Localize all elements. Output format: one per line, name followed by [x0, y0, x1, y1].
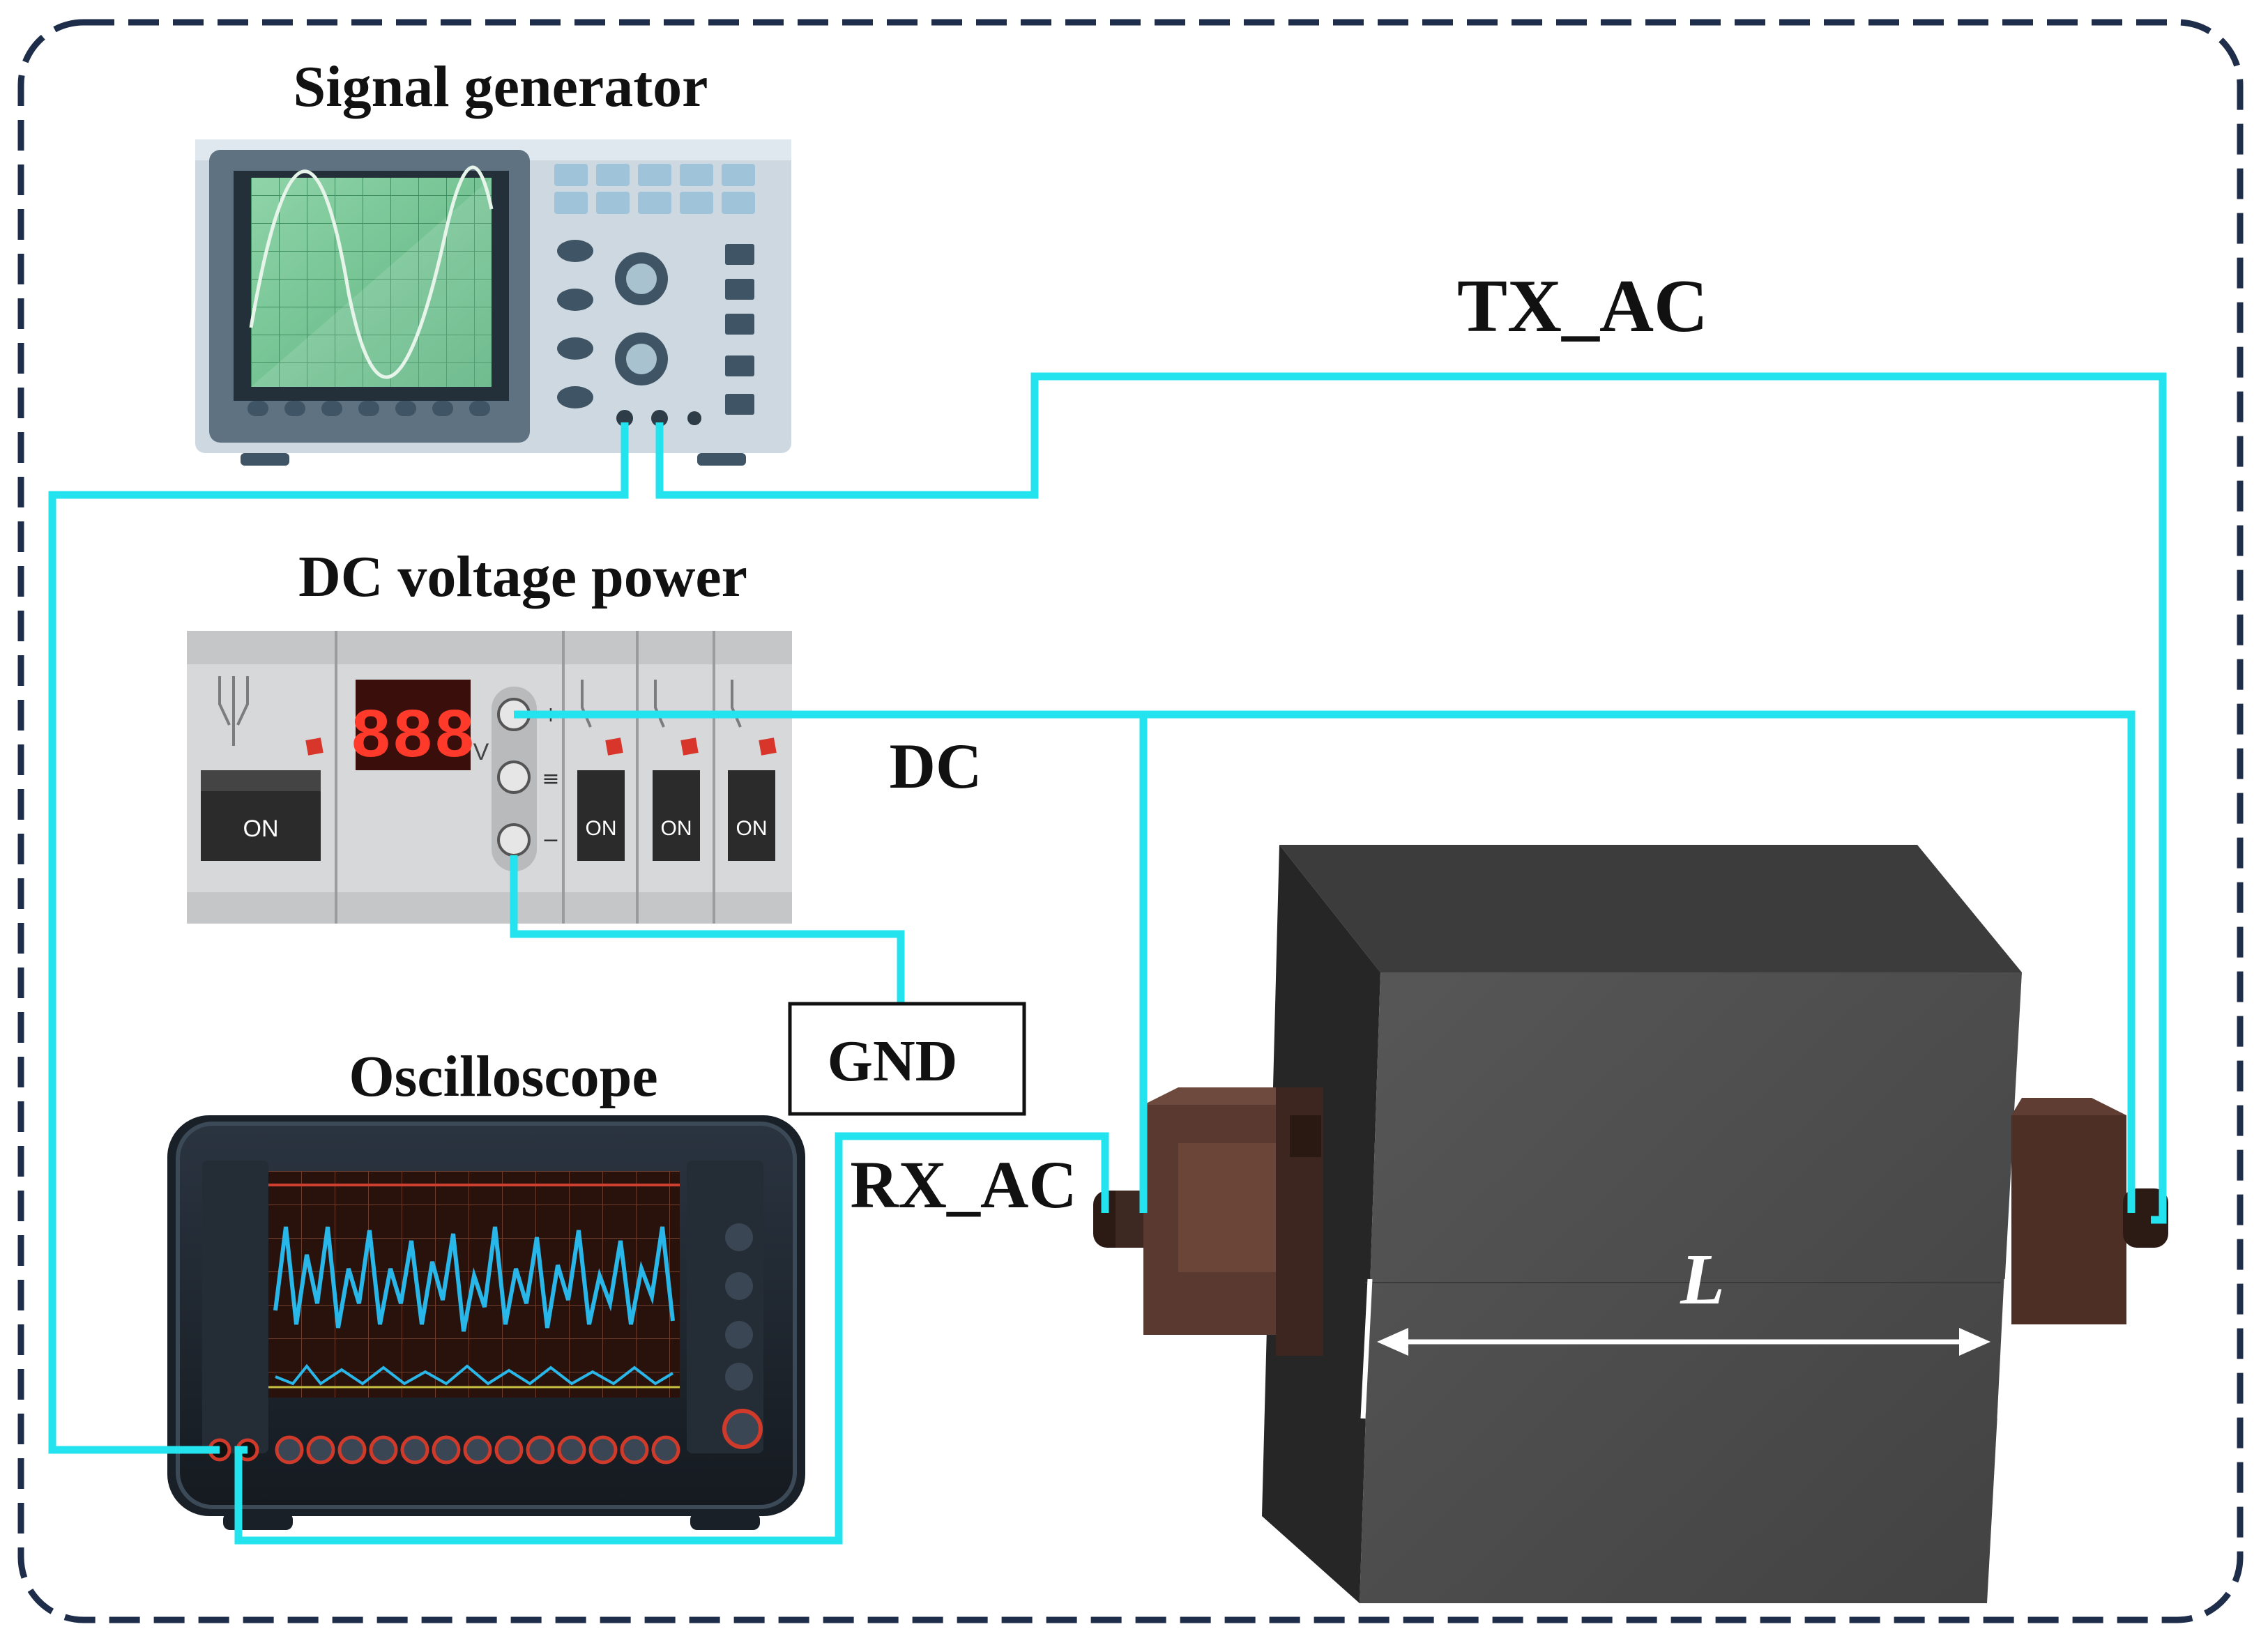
- breaker-1-label: ON: [586, 817, 617, 840]
- length-label: L: [1680, 1239, 1725, 1320]
- sample-block-icon: [1262, 845, 2022, 1603]
- tx-ac-label: TX_AC: [1457, 265, 1708, 348]
- terminal-eq-sign: ≡: [542, 767, 559, 791]
- transducer-icon: [1093, 1087, 2168, 1356]
- signal-generator-port-2: [651, 410, 668, 427]
- signal-generator-port-1: [616, 410, 633, 427]
- wire-rx-ac: [234, 1132, 1109, 1545]
- oscilloscope-icon: [167, 1115, 805, 1530]
- terminal-negative: [497, 823, 531, 857]
- oscilloscope-label: Oscilloscope: [349, 1044, 657, 1109]
- voltage-unit: V: [473, 739, 489, 765]
- wires: [48, 372, 2167, 1545]
- main-switch-label: ON: [243, 816, 279, 842]
- voltage-display: 888: [350, 699, 475, 778]
- signal-generator-icon: [195, 139, 791, 466]
- gnd-box: [788, 1002, 1026, 1116]
- scope-waveform: [273, 1226, 675, 1332]
- dc-label: DC: [890, 731, 982, 802]
- wire-dc: [514, 710, 2136, 1213]
- wire-gnd: [510, 855, 905, 1012]
- rx-ac-label: RX_AC: [850, 1147, 1076, 1222]
- dc-power-supply-icon: ON 888 V + ≡ − ON ON ON: [187, 631, 792, 924]
- length-tick-left: [1360, 1278, 1373, 1419]
- wire-tx-ac: [655, 372, 2167, 1224]
- signal-generator-label: Signal generator: [294, 54, 708, 119]
- dc-power-label: DC voltage power: [298, 544, 747, 609]
- wire-signal-to-oscilloscope: [48, 422, 629, 1454]
- outer-dashed-border: [17, 19, 2244, 1623]
- breaker-2-label: ON: [661, 817, 692, 840]
- length-tick-right: [1997, 1278, 2009, 1419]
- breaker-3-label: ON: [736, 817, 768, 840]
- terminal-minus-sign: −: [542, 828, 559, 852]
- gnd-label: GND: [828, 1029, 958, 1094]
